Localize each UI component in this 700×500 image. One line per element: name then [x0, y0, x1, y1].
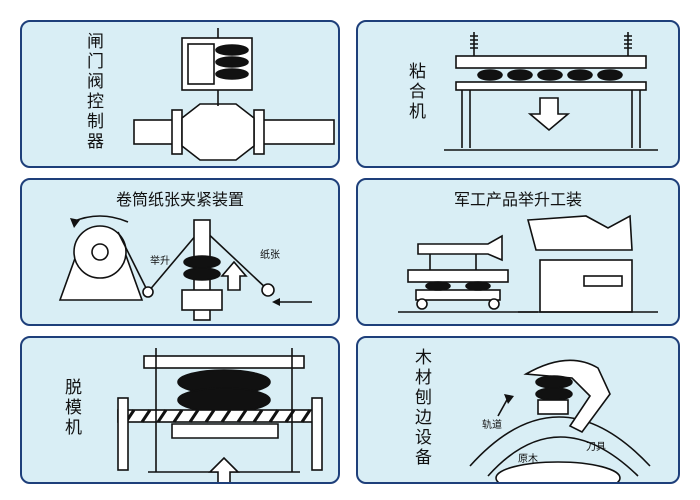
panel-title: 卷筒纸张夹紧装置: [115, 190, 244, 209]
paper-roll-clamp-illustration: [58, 215, 312, 321]
laminator-illustration: [444, 32, 658, 151]
air-bellows-row: [477, 69, 623, 81]
label-lift: 举升: [150, 256, 170, 267]
panel-title: 军工产品举升工装: [453, 190, 582, 209]
valve-controller-illustration: [133, 28, 335, 161]
panel-wood-planer: 木材刨边设备 轨道 刀具 原木: [356, 336, 680, 484]
panel-military-lift-fixture: 军工产品举升工装: [356, 178, 680, 326]
panel-demold-machine: 脱模机: [20, 336, 340, 484]
panel-title: 闸门阀控制器: [83, 32, 103, 152]
panel-title: 脱模机: [61, 378, 81, 438]
panel-title: 粘合机: [405, 62, 425, 122]
panel-title: 木材刨边设备: [411, 348, 431, 468]
label-paper: 纸张: [260, 250, 280, 261]
demold-machine-illustration: [117, 348, 323, 482]
label-wood: 原木: [518, 454, 538, 465]
military-lift-illustration: [398, 214, 658, 313]
panel-valve-controller: 闸门阀控制器: [20, 20, 340, 168]
label-tool: 刀具: [586, 442, 606, 453]
panel-paper-roll-clamp: 卷筒纸张夹紧装置 举升 纸张: [20, 178, 340, 326]
panel-laminator: 粘合机: [356, 20, 680, 168]
wood-planer-illustration: [469, 359, 651, 482]
label-track: 轨道: [482, 420, 502, 431]
